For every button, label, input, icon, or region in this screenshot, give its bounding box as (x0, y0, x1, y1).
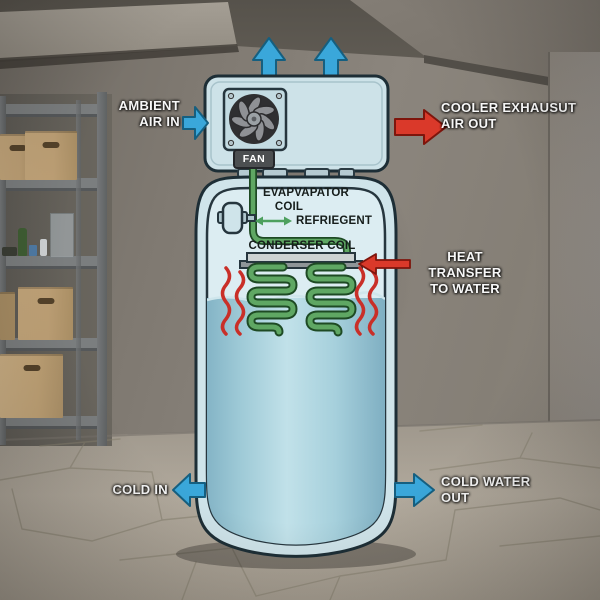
cold-in-label: COLD IN (112, 482, 168, 497)
cold-water-out-line1: COLD WATER (441, 474, 531, 489)
cold-water-out-label: COLD WATER OUT (441, 474, 551, 506)
housing-feet (237, 168, 355, 178)
exhaust-air-out-arrow-icon (394, 109, 447, 145)
heat-transfer-line1: HEAT TRANSFER (428, 249, 502, 280)
cardboard-box (18, 287, 73, 340)
cold-water-out-arrow-icon (394, 473, 435, 507)
shelf-post (97, 92, 107, 446)
refrigerant-pipe (249, 163, 351, 263)
refrigerant-label: REFRIEGENT (296, 215, 373, 227)
ambient-air-in-line1: AMBIENT (118, 98, 180, 113)
ambient-air-in-line2: AIR IN (139, 114, 180, 129)
cooler-exhaust-label: COOLER EXHAUSUT AIR OUT (441, 100, 581, 132)
shelf-post (76, 100, 81, 440)
panel-screws (227, 92, 283, 147)
heat-transfer-line2: TO WATER (430, 281, 500, 296)
heat-transfer-label: HEAT TRANSFER TO WATER (409, 249, 521, 297)
ambient-air-in-label: AMBIENT AIR IN (104, 98, 180, 130)
small-bottle (40, 239, 47, 256)
bottle (18, 228, 27, 256)
heat-squiggles (220, 266, 379, 336)
fan-label: FAN (233, 149, 275, 169)
ambient-air-in-arrow-icon (182, 106, 209, 140)
tank-water (207, 291, 385, 545)
exhaust-up-arrow-icon (252, 37, 348, 77)
can (29, 245, 37, 256)
condenser-coil-label: CONDERSER COIL (248, 240, 356, 252)
refrigerant-flow-arrow-icon (255, 216, 292, 226)
condenser-coils (246, 262, 357, 337)
box-handle-hole (37, 298, 54, 304)
box-handle-hole (9, 145, 27, 151)
cooler-exhaust-line1: COOLER EXHAUSUT (441, 100, 577, 115)
evaporator-coil-label-line2: COIL (274, 201, 304, 213)
small-items (2, 247, 17, 256)
wall-corner (548, 52, 600, 432)
cardboard-box (25, 131, 77, 180)
water-tank (194, 175, 398, 558)
cardboard-box (0, 292, 15, 340)
shelf-post (0, 96, 6, 445)
cardboard-box (0, 354, 63, 418)
box-handle-hole (23, 365, 40, 371)
evaporator-coil-label-line1: EVAPVAPATOR (262, 187, 350, 199)
cold-water-out-line2: OUT (441, 490, 470, 505)
storage-jug (50, 213, 74, 258)
compressor (217, 201, 256, 235)
heat-transfer-arrow-icon (358, 253, 411, 275)
cooler-exhaust-line2: AIR OUT (441, 116, 497, 131)
fan-icon (229, 94, 279, 144)
fan-housing (203, 74, 390, 178)
box-handle-hole (42, 142, 60, 148)
water-line (207, 291, 385, 305)
cold-in-arrow-icon (172, 473, 206, 507)
